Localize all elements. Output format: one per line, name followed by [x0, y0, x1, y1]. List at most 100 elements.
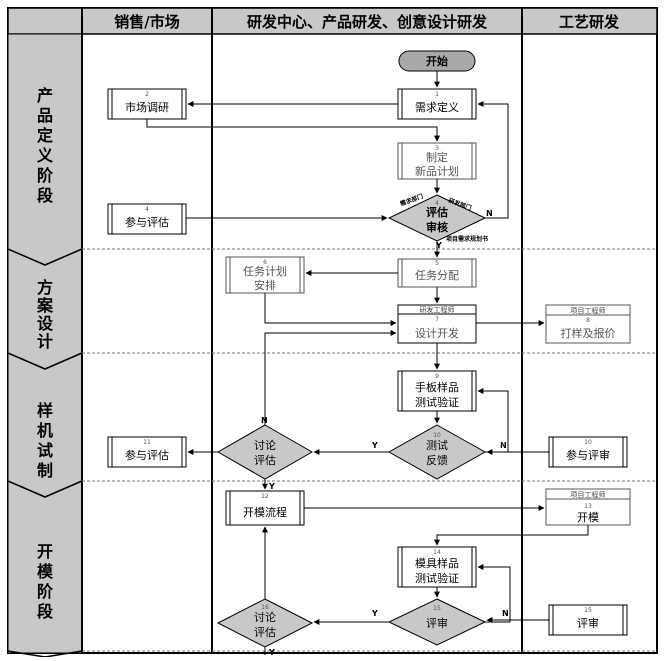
decision-15-label: 评审: [426, 616, 448, 630]
decision-discuss-1-line1: 讨论: [254, 438, 276, 452]
svg-text:方: 方: [37, 278, 53, 297]
svg-text:设: 设: [37, 314, 54, 333]
edge-2-3: [146, 119, 440, 142]
node-5-num: 5: [435, 260, 439, 267]
node-2-label: 市场调研: [125, 100, 169, 114]
header-bar: [7, 7, 658, 35]
phase-label-4: 开 模 阶 段: [37, 542, 54, 621]
svg-text:品: 品: [37, 106, 53, 125]
phase-label-3: 样 机 试 制: [37, 401, 53, 480]
node-11-label: 参与评估: [125, 448, 169, 462]
decision-4-line2: 审核: [426, 220, 448, 234]
node-5-label: 任务分配: [415, 269, 459, 282]
node-12: [225, 490, 305, 526]
node-12-label: 开模流程: [243, 505, 287, 519]
node-14: [397, 546, 477, 588]
node-13-num: 13: [584, 503, 592, 510]
decision-10-num: 10: [433, 432, 441, 439]
node-7-role: 研发工程师: [420, 305, 455, 314]
label-4-n: N: [486, 209, 493, 218]
node-8-label: 打样及报价: [561, 326, 616, 340]
node-3-line1: 制定: [426, 150, 448, 164]
node-9: [397, 370, 477, 412]
label-10-n: N: [500, 441, 507, 450]
label-d11-n: N: [261, 416, 268, 425]
node-6-num: 6: [263, 259, 267, 266]
svg-text:制: 制: [37, 461, 53, 480]
decision-10: [387, 424, 487, 480]
svg-text:段: 段: [37, 186, 54, 205]
label-16-y: Y: [268, 648, 275, 657]
header-sales: 销售/市场: [114, 13, 179, 31]
svg-text:阶: 阶: [37, 166, 54, 185]
node-6: [225, 256, 305, 294]
node-10-review-num: 10: [584, 439, 592, 446]
node-8-num: 8: [586, 317, 590, 324]
node-15-review-num: 15: [584, 607, 592, 614]
node-15-review-label: 评审: [577, 616, 599, 630]
decision-discuss-1-line2: 评估: [254, 454, 276, 467]
node-10-review-label: 参与评审: [566, 448, 610, 462]
decision-15-num: 15: [433, 605, 441, 612]
phase-chevron-3: [7, 480, 83, 498]
svg-text:案: 案: [36, 296, 54, 315]
node-11-num: 11: [143, 439, 151, 446]
svg-text:阶: 阶: [37, 582, 54, 601]
decision-16-num: 16: [261, 604, 269, 611]
svg-text:试: 试: [37, 441, 53, 460]
svg-text:开: 开: [37, 542, 53, 561]
node-10-review: [548, 436, 628, 468]
node-14-line1: 模具样品: [415, 556, 459, 570]
node-1-label: 需求定义: [415, 100, 459, 114]
node-11: [107, 436, 187, 468]
node-13-label: 开模: [577, 511, 599, 524]
header-process: 工艺研发: [559, 13, 620, 31]
svg-text:样: 样: [37, 401, 53, 420]
node-14-line2: 测试验证: [415, 571, 459, 585]
node-7-num: 7: [435, 316, 439, 323]
node-9-num: 9: [435, 373, 439, 380]
node-4-sales: [107, 203, 187, 235]
node-13: [545, 488, 631, 526]
node-9-line2: 测试验证: [415, 395, 459, 409]
decision-10-line2: 反馈: [426, 454, 448, 467]
edge-13-14: [434, 525, 589, 546]
svg-text:义: 义: [37, 146, 53, 165]
edge-discuss-7: [264, 330, 397, 425]
decision-16-line1: 讨论: [254, 610, 276, 624]
label-spec: 项目需求规划书: [446, 235, 488, 243]
node-13-role: 项目工程师: [571, 490, 606, 499]
label-10-y: Y: [371, 441, 378, 450]
node-2: [107, 88, 187, 120]
header-rd: 研发中心、产品研发、创意设计研发: [247, 13, 488, 31]
node-8: [545, 304, 631, 344]
decision-4-num: 4: [435, 200, 439, 207]
label-d11-y: Y: [268, 482, 275, 491]
phase-label-1: 产 品 定 义 阶 段: [36, 86, 54, 205]
node-1: [397, 88, 477, 120]
node-6-line2: 安排: [254, 278, 276, 292]
label-4-y: Y: [435, 241, 442, 250]
decision-10-line1: 测试: [426, 439, 448, 452]
node-5: [397, 258, 477, 288]
decision-4-line1: 评估: [426, 205, 448, 219]
node-9-line1: 手板样品: [415, 380, 459, 394]
svg-text:段: 段: [37, 602, 54, 621]
decision-15: [387, 598, 487, 646]
node-2-num: 2: [145, 91, 149, 98]
node-3-line2: 新品计划: [415, 164, 459, 178]
node-4-sales-label: 参与评估: [125, 215, 169, 229]
label-15-n: N: [502, 609, 509, 618]
edge-15-loop: [477, 564, 511, 623]
node-12-num: 12: [261, 493, 269, 500]
label-15-y: Y: [371, 609, 378, 618]
node-14-num: 14: [433, 549, 441, 556]
svg-text:机: 机: [37, 421, 53, 440]
node-6-line1: 任务计划: [243, 265, 287, 278]
node-7-label: 设计开发: [415, 326, 459, 340]
svg-text:定: 定: [36, 126, 53, 145]
edge-6-7: [264, 293, 397, 326]
phase-label-2: 方 案 设 计: [36, 278, 54, 351]
node-1-num: 1: [435, 91, 439, 98]
